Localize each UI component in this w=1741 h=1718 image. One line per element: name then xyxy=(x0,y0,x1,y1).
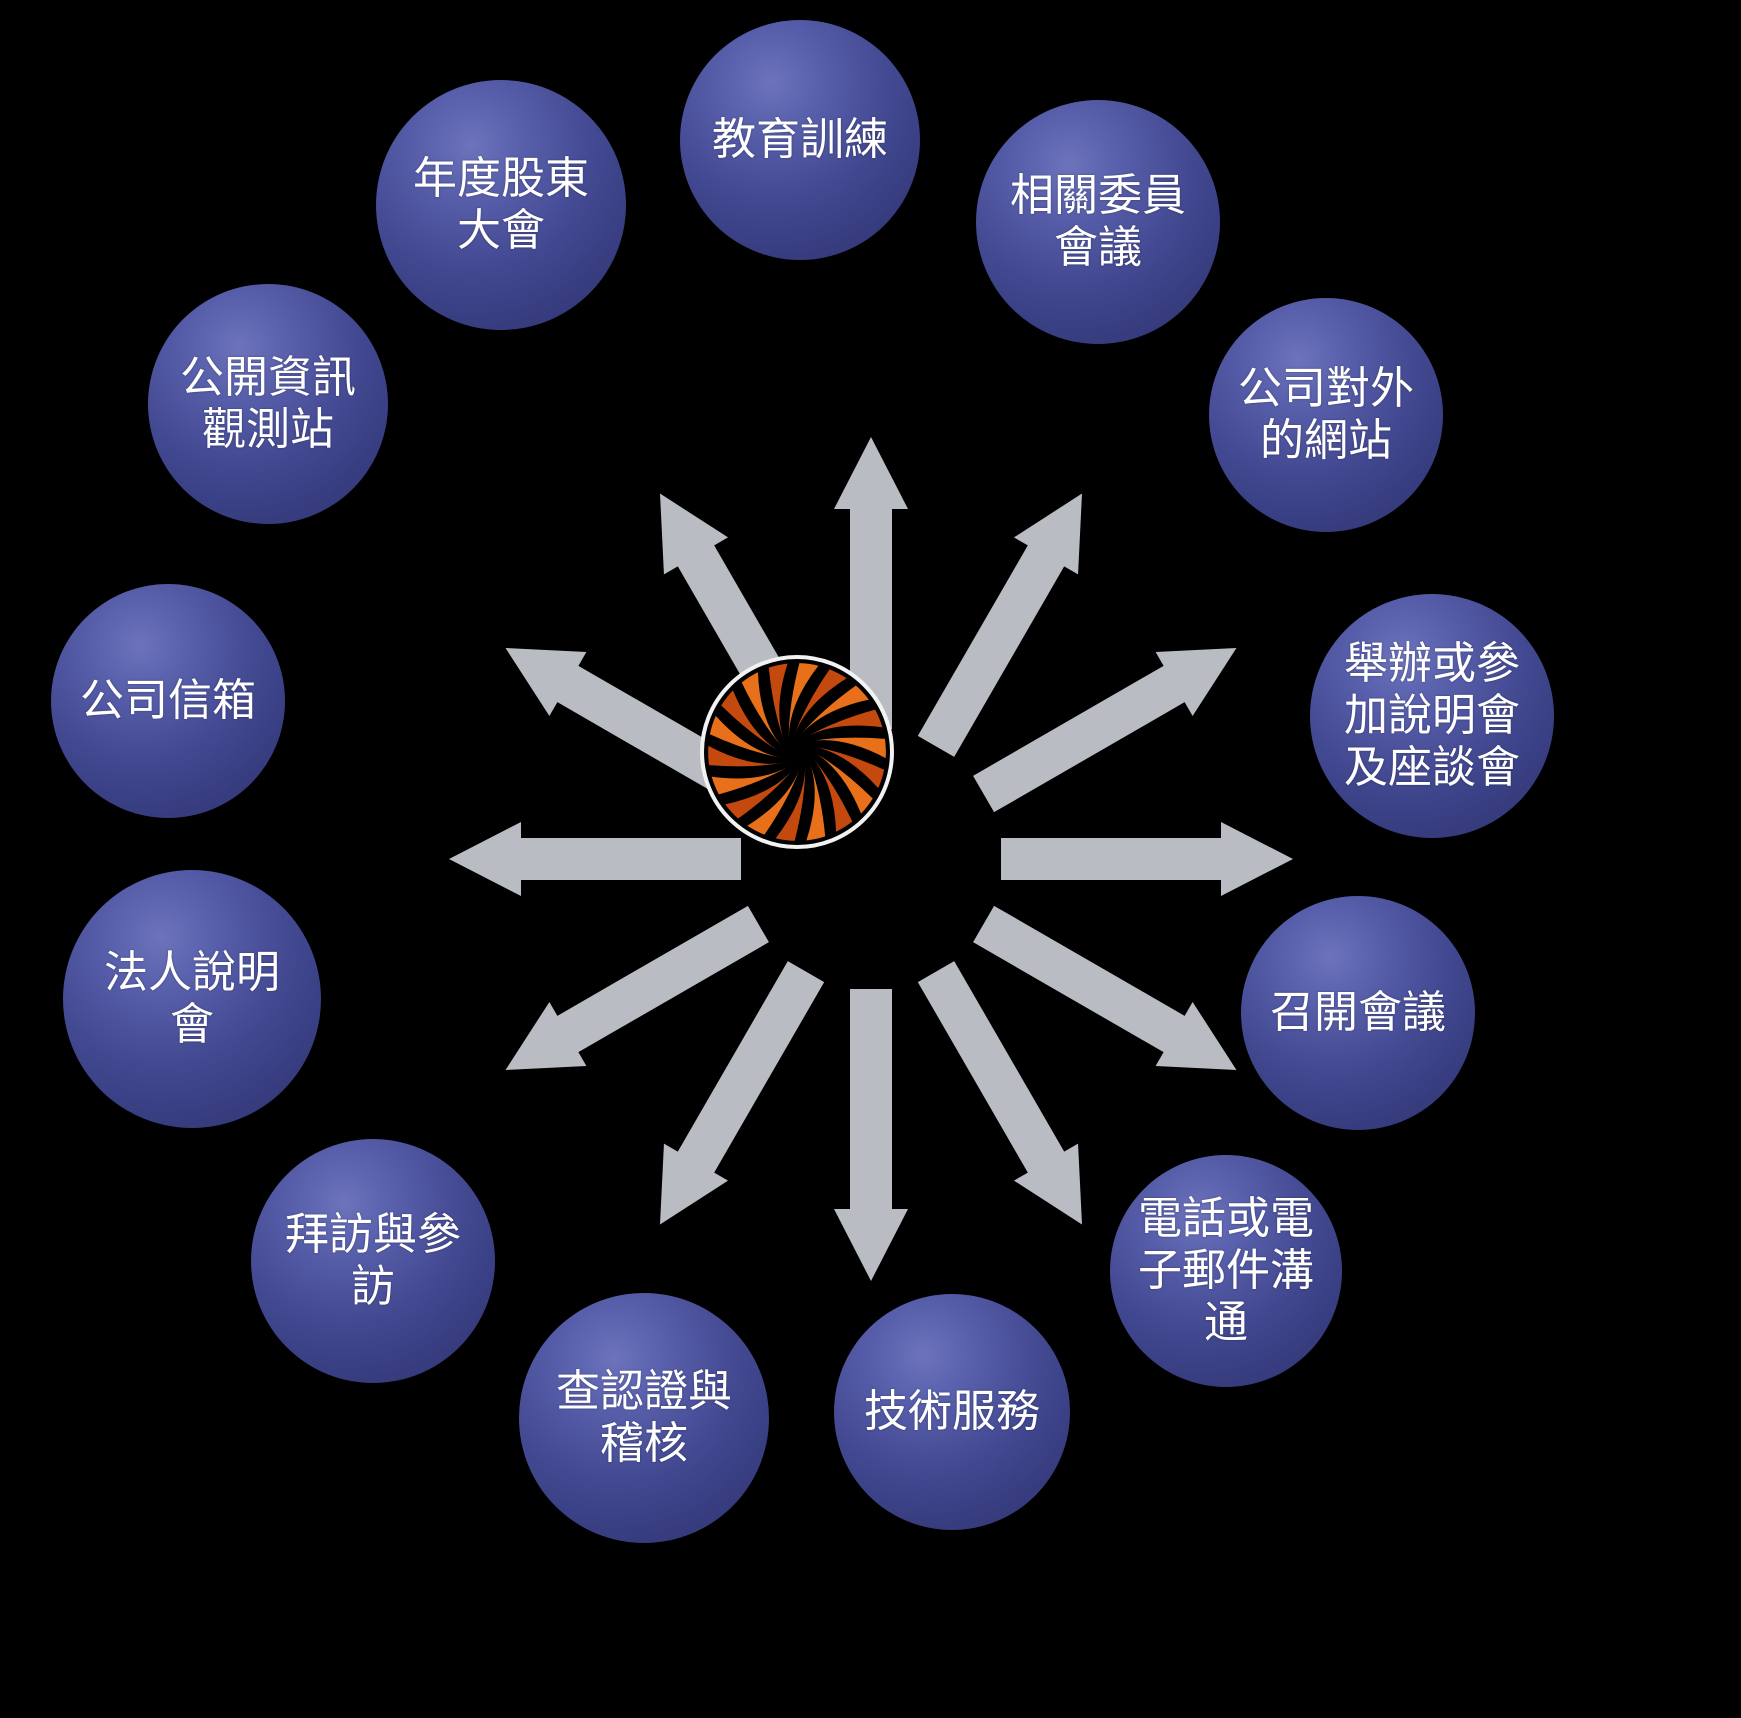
node-label: 查認證與稽核 xyxy=(556,1366,732,1469)
node-label: 年度股東大會 xyxy=(413,153,589,256)
node-label: 公開資訊觀測站 xyxy=(179,352,356,455)
node-label: 召開會議 xyxy=(1270,987,1446,1039)
node-bubble-n5[interactable]: 召開會議 xyxy=(1241,896,1475,1130)
node-bubble-n1[interactable]: 教育訓練 xyxy=(680,20,920,260)
node-bubble-n11[interactable]: 公司信箱 xyxy=(51,584,285,818)
node-label: 舉辦或參加說明會及座談會 xyxy=(1344,638,1520,793)
node-label: 法人說明會 xyxy=(104,947,280,1050)
node-bubble-n12[interactable]: 公開資訊觀測站 xyxy=(148,284,388,524)
node-label: 相關委員會議 xyxy=(1010,170,1186,273)
radial-arrow xyxy=(484,890,778,1105)
node-label: 拜訪與參訪 xyxy=(285,1209,461,1312)
radial-arrow xyxy=(832,989,910,1283)
node-bubble-n6[interactable]: 電話或電子郵件溝通 xyxy=(1110,1155,1342,1387)
radial-arrow xyxy=(902,952,1117,1246)
radial-arrow xyxy=(964,613,1258,828)
radial-arrow xyxy=(447,820,741,898)
node-bubble-n10[interactable]: 法人說明會 xyxy=(63,870,321,1128)
node-bubble-n2[interactable]: 相關委員會議 xyxy=(976,100,1220,344)
node-label: 電話或電子郵件溝通 xyxy=(1137,1193,1314,1348)
radial-arrow xyxy=(964,890,1258,1105)
center-pinwheel-icon xyxy=(700,655,894,849)
node-label: 教育訓練 xyxy=(711,114,888,166)
node-label: 公司對外的網站 xyxy=(1238,363,1414,466)
radial-arrow xyxy=(902,472,1117,766)
node-label: 技術服務 xyxy=(864,1386,1040,1438)
radial-arrow xyxy=(1000,820,1295,898)
node-bubble-n4[interactable]: 舉辦或參加說明會及座談會 xyxy=(1310,594,1554,838)
node-label: 公司信箱 xyxy=(80,675,256,727)
radial-arrow xyxy=(832,435,910,729)
node-bubble-n3[interactable]: 公司對外的網站 xyxy=(1209,298,1443,532)
node-bubble-n8[interactable]: 查認證與稽核 xyxy=(519,1293,769,1543)
node-bubble-n7[interactable]: 技術服務 xyxy=(834,1294,1070,1530)
node-bubble-n13[interactable]: 年度股東大會 xyxy=(376,80,626,330)
radial-arrow xyxy=(625,952,840,1246)
node-bubble-n9[interactable]: 拜訪與參訪 xyxy=(251,1139,495,1383)
